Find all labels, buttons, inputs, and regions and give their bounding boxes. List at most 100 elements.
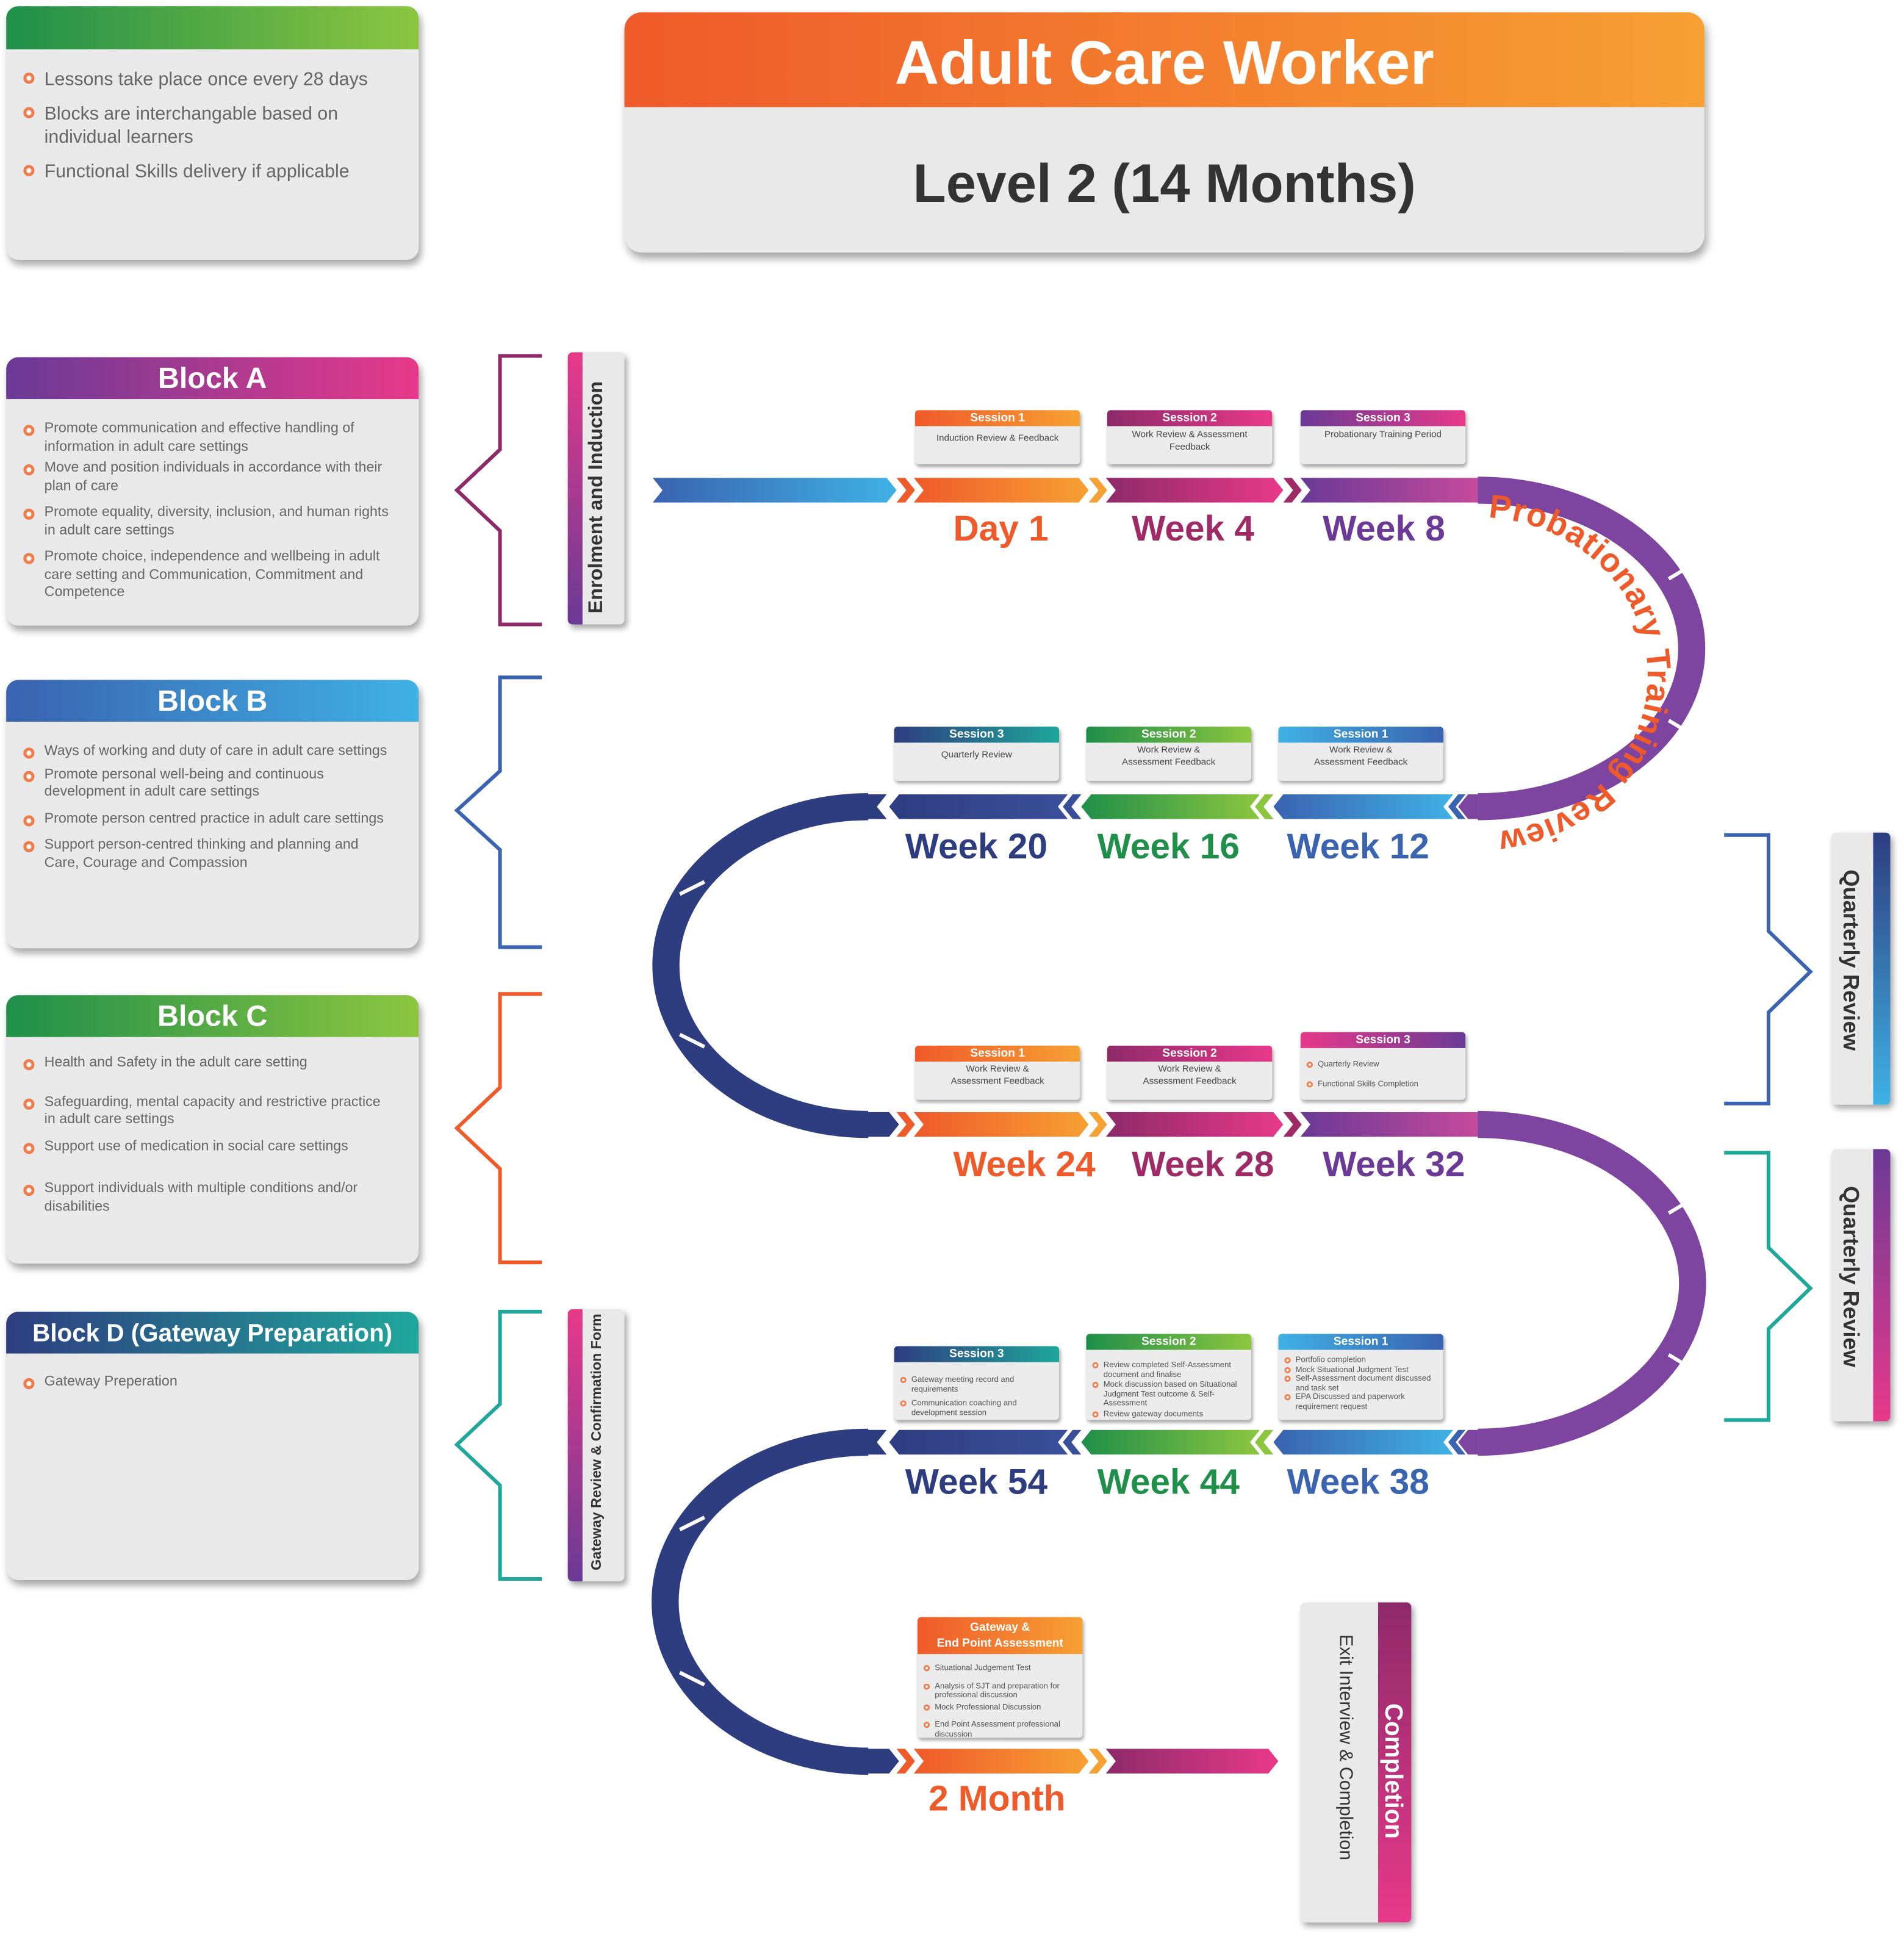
curve-left-1 bbox=[652, 793, 869, 1138]
arrow-segment bbox=[1448, 794, 1466, 819]
timeline-label: Week 32 bbox=[1323, 1145, 1465, 1185]
curve-left-2 bbox=[652, 1428, 869, 1775]
arrow-segment bbox=[1448, 1429, 1466, 1455]
session-desc: Work Review & Assessment Feedback bbox=[1314, 744, 1408, 767]
block-item: Move and position individuals in accorda… bbox=[21, 459, 390, 495]
session-desc: Work Review & Assessment Feedback bbox=[1143, 1063, 1237, 1087]
arrow-segment bbox=[1081, 1429, 1260, 1455]
session-item: Mock discussion based on Situational Jud… bbox=[1091, 1381, 1246, 1408]
session-item: Self-Assessment document discussed and t… bbox=[1283, 1375, 1438, 1393]
enrolment-tab: Enrolment and Induction bbox=[567, 352, 625, 625]
arrow-segment bbox=[913, 478, 1089, 503]
arrow-segment bbox=[889, 794, 1068, 819]
block-item: Health and Safety in the adult care sett… bbox=[21, 1054, 390, 1072]
session-item: EPA Discussed and paperwork requirement … bbox=[1283, 1393, 1438, 1411]
block-d-card: Block D (Gateway Preparation) Gateway Pr… bbox=[6, 1311, 419, 1580]
quarterly-review-label: Quarterly Review bbox=[1838, 869, 1864, 1051]
session-chip: Session 1 Work Review & Assessment Feedb… bbox=[1278, 727, 1443, 781]
brace-block-d bbox=[454, 1309, 542, 1581]
block-c-card: Block C Health and Safety in the adult c… bbox=[6, 995, 419, 1264]
arrow-segment bbox=[889, 1429, 1068, 1455]
completion-tab: Completion Exit Interview & Completion bbox=[1300, 1602, 1412, 1923]
arrow-segment bbox=[1273, 794, 1454, 819]
arrow-segment bbox=[862, 1749, 899, 1774]
block-c-title: Block C bbox=[157, 1000, 268, 1034]
session-chip: Session 1 Induction Review & Feedback bbox=[914, 410, 1080, 465]
brace-quarterly-2 bbox=[1724, 1151, 1813, 1422]
block-a-header bbox=[6, 357, 419, 400]
block-item: Promote choice, independence and wellbei… bbox=[21, 548, 390, 602]
session-header: Session 1 bbox=[914, 1045, 1080, 1062]
session-desc: Work Review & Assessment Feedback bbox=[950, 1063, 1044, 1087]
session-list: Review completed Self-Assessment documen… bbox=[1091, 1361, 1246, 1420]
quarterly-review-tab-2: Quarterly Review bbox=[1831, 1149, 1891, 1422]
completion-title: Completion bbox=[1379, 1703, 1407, 1839]
session-header: Session 2 bbox=[1086, 727, 1251, 743]
timeline-label: Week 44 bbox=[1097, 1463, 1240, 1503]
session-item: Mock Situational Judgment Test bbox=[1283, 1365, 1438, 1375]
session-header: Session 1 bbox=[1278, 727, 1443, 743]
session-item: Review completed Self-Assessment documen… bbox=[1091, 1361, 1246, 1379]
gateway-chip: Gateway & End Point Assessment Situation… bbox=[917, 1617, 1083, 1738]
notes-header-bar bbox=[6, 6, 419, 49]
timeline-label: Week 8 bbox=[1323, 509, 1445, 550]
session-desc: Induction Review & Feedback bbox=[936, 432, 1059, 444]
session-header: Session 3 bbox=[1300, 410, 1466, 426]
timeline-label: Week 12 bbox=[1287, 827, 1429, 868]
session-item: Quarterly Review bbox=[1306, 1060, 1458, 1069]
arrow-segment bbox=[1088, 478, 1107, 503]
note-item: Lessons take place once every 28 days bbox=[21, 68, 390, 91]
session-chip: Session 3 Probationary Training Period bbox=[1300, 410, 1466, 465]
arrow-segment bbox=[913, 1749, 1089, 1774]
quarterly-review-label: Quarterly Review bbox=[1838, 1186, 1864, 1367]
gateway-review-label: Gateway Review & Confirmation Form bbox=[589, 1314, 605, 1570]
session-item: Review gateway documents bbox=[1091, 1409, 1246, 1418]
session-item: End Point Assessment professional discus… bbox=[922, 1720, 1077, 1738]
block-item: Promote communication and effective hand… bbox=[21, 420, 390, 456]
arrow-segment bbox=[913, 1112, 1089, 1137]
timeline-label: Week 28 bbox=[1132, 1145, 1274, 1185]
session-chip: Session 2 Work Review & Assessment Feedb… bbox=[1107, 410, 1273, 465]
session-header: Session 1 bbox=[914, 410, 1080, 426]
session-header: Session 2 bbox=[1086, 1334, 1251, 1350]
arrow-segment bbox=[1063, 794, 1082, 819]
arrow-segment bbox=[896, 478, 915, 503]
session-desc: Work Review & Assessment Feedback bbox=[1132, 428, 1248, 452]
session-item: Analysis of SJT and preparation for prof… bbox=[922, 1682, 1077, 1700]
arrow-segment bbox=[1081, 794, 1260, 819]
arrow-segment bbox=[1283, 1112, 1302, 1137]
arrow-segment bbox=[1063, 1429, 1082, 1455]
session-list: Situational Judgement Test Analysis of S… bbox=[922, 1664, 1077, 1738]
session-list: Portfolio completion Mock Situational Ju… bbox=[1283, 1356, 1438, 1417]
block-item: Support person-centred thinking and plan… bbox=[21, 836, 390, 872]
block-c-list: Health and Safety in the adult care sett… bbox=[21, 1054, 390, 1215]
session-header: Session 3 bbox=[1300, 1032, 1466, 1048]
brace-quarterly-1 bbox=[1724, 833, 1813, 1105]
timeline-label: Week 24 bbox=[953, 1145, 1096, 1185]
block-b-title: Block B bbox=[157, 685, 268, 718]
session-chip: Session 2 Review completed Self-Assessme… bbox=[1086, 1334, 1251, 1420]
session-list: Gateway meeting record and requirements … bbox=[899, 1376, 1052, 1420]
arrow-segment bbox=[1273, 1429, 1454, 1455]
block-item: Support individuals with multiple condit… bbox=[21, 1180, 390, 1216]
arrow-segment bbox=[652, 478, 897, 503]
arrow-segment bbox=[1300, 1112, 1478, 1137]
brace-block-a bbox=[454, 354, 542, 627]
page-subtitle: Level 2 (14 Months) bbox=[913, 154, 1416, 215]
session-item: Functional Skills Completion bbox=[1306, 1079, 1458, 1088]
block-b-list: Ways of working and duty of care in adul… bbox=[21, 742, 390, 872]
block-a-list: Promote communication and effective hand… bbox=[21, 420, 390, 602]
enrolment-tab-label: Enrolment and Induction bbox=[586, 381, 608, 614]
brace-block-c bbox=[454, 992, 542, 1265]
block-item: Ways of working and duty of care in adul… bbox=[21, 742, 390, 760]
block-item: Promote personal well-being and continuo… bbox=[21, 766, 390, 802]
notes-card: Lessons take place once every 28 days Bl… bbox=[6, 6, 419, 260]
block-a-card: Block A Promote communication and effect… bbox=[6, 357, 419, 626]
block-item: Promote person centred practice in adult… bbox=[21, 810, 390, 827]
arrow-segment bbox=[896, 1749, 915, 1774]
block-item: Support use of medication in social care… bbox=[21, 1137, 390, 1155]
session-item: Mock Professional Discussion bbox=[922, 1703, 1077, 1712]
gateway-header: Gateway & End Point Assessment bbox=[917, 1617, 1083, 1655]
session-chip: Session 2 Work Review & Assessment Feedb… bbox=[1086, 727, 1251, 781]
block-d-header bbox=[6, 1311, 419, 1354]
